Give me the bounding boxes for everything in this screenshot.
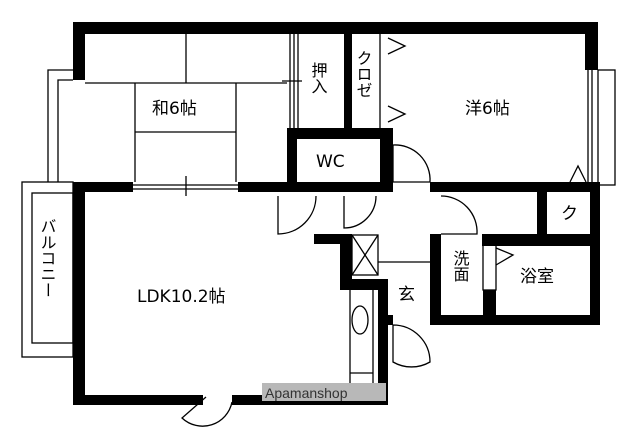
room-label-closet: クロゼ xyxy=(354,50,373,98)
room-label-youshitsu: 洋6帖 xyxy=(465,99,510,119)
room-label-oshiire: 押入 xyxy=(309,62,328,94)
watermark-background xyxy=(262,383,386,401)
room-label-ku: ク xyxy=(561,204,578,224)
room-label-ldk: LDK10.2帖 xyxy=(137,287,226,307)
watermark-text: Apamanshop xyxy=(265,385,348,401)
room-label-wc: WC xyxy=(316,152,345,172)
room-label-senmen: 洗面 xyxy=(451,250,470,282)
room-label-balcony: バルコニー xyxy=(38,218,57,298)
room-label-washitsu: 和6帖 xyxy=(152,99,197,119)
room-label-genkan: 玄 xyxy=(398,285,415,305)
watermark: Apamanshop xyxy=(262,383,386,401)
room-label-yokushitsu: 浴室 xyxy=(520,267,554,287)
walls xyxy=(73,22,600,405)
thin-lines xyxy=(21,34,616,427)
